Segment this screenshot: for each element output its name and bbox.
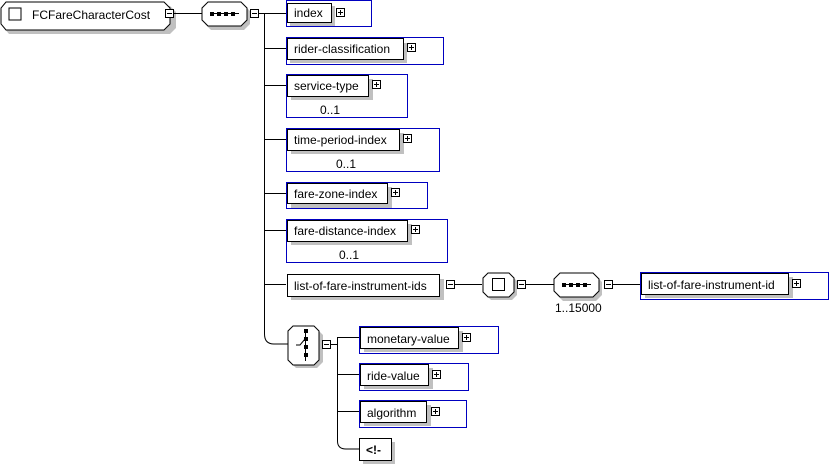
sequence-compositor[interactable] — [201, 1, 250, 30]
root-element-node[interactable]: FCFareCharacterCost — [0, 1, 176, 34]
sequence-icon — [562, 283, 591, 287]
element-index[interactable]: index — [286, 0, 372, 27]
element-label: ride-value — [367, 369, 420, 383]
element-label: rider-classification — [294, 42, 390, 56]
element-rider-classification[interactable]: rider-classification — [286, 37, 444, 65]
sequence-collapse-button[interactable] — [250, 9, 259, 18]
occurrence-label: 0..1 — [320, 103, 340, 117]
element-time-period-index[interactable]: time-period-index 0..1 — [286, 128, 440, 172]
element-label: fare-distance-index — [294, 224, 396, 238]
root-collapse-button[interactable] — [165, 9, 174, 18]
element-label: list-of-fare-instrument-ids — [294, 279, 427, 293]
expand-button[interactable] — [407, 43, 416, 52]
expand-button[interactable] — [792, 279, 801, 288]
element-list-of-fare-instrument-ids[interactable]: list-of-fare-instrument-ids — [287, 274, 445, 301]
comment-node[interactable]: <!- — [359, 438, 396, 465]
element-fare-distance-index[interactable]: fare-distance-index 0..1 — [286, 219, 448, 263]
option-monetary-value[interactable]: monetary-value — [359, 326, 499, 354]
inner-sequence-compositor[interactable]: 1..15000 — [553, 272, 602, 315]
expand-button[interactable] — [372, 80, 381, 89]
choice-collapse-button[interactable] — [322, 340, 331, 349]
element-fare-zone-index[interactable]: fare-zone-index — [286, 182, 428, 209]
choice-compositor[interactable] — [287, 325, 323, 368]
occurrence-label: 0..1 — [339, 248, 359, 262]
sequence-trunk-line — [264, 13, 288, 345]
expand-button[interactable] — [462, 333, 471, 342]
comment-label: <!- — [366, 443, 381, 457]
sequence-icon — [210, 12, 239, 16]
element-label: index — [294, 6, 323, 20]
expand-button[interactable] — [431, 407, 440, 416]
element-label: fare-zone-index — [294, 187, 377, 201]
anonymous-complex-type-node[interactable] — [482, 272, 517, 300]
list-collapse-button[interactable] — [446, 280, 455, 289]
occurrence-label: 1..15000 — [555, 301, 602, 315]
element-label: time-period-index — [294, 133, 387, 147]
complex-type-icon — [8, 7, 22, 21]
option-algorithm[interactable]: algorithm — [359, 400, 467, 428]
element-label: monetary-value — [367, 332, 450, 346]
element-list-of-fare-instrument-id[interactable]: list-of-fare-instrument-id — [640, 272, 829, 300]
occurrence-label: 0..1 — [336, 157, 356, 171]
root-label: FCFareCharacterCost — [32, 8, 151, 22]
expand-button[interactable] — [411, 225, 420, 234]
inner-sequence-collapse-button[interactable] — [604, 280, 613, 289]
expand-button[interactable] — [432, 370, 441, 379]
option-ride-value[interactable]: ride-value — [359, 363, 469, 391]
element-label: list-of-fare-instrument-id — [648, 278, 775, 292]
choice-icon — [296, 329, 308, 361]
element-label: service-type — [294, 79, 359, 93]
expand-button[interactable] — [403, 134, 412, 143]
element-label: algorithm — [367, 406, 416, 420]
element-service-type[interactable]: service-type 0..1 — [286, 74, 408, 118]
choice-trunk-line — [337, 337, 359, 450]
expand-button[interactable] — [391, 188, 400, 197]
expand-button[interactable] — [336, 8, 345, 17]
complex-type-icon — [492, 278, 505, 291]
complex-type-collapse-button[interactable] — [517, 280, 526, 289]
